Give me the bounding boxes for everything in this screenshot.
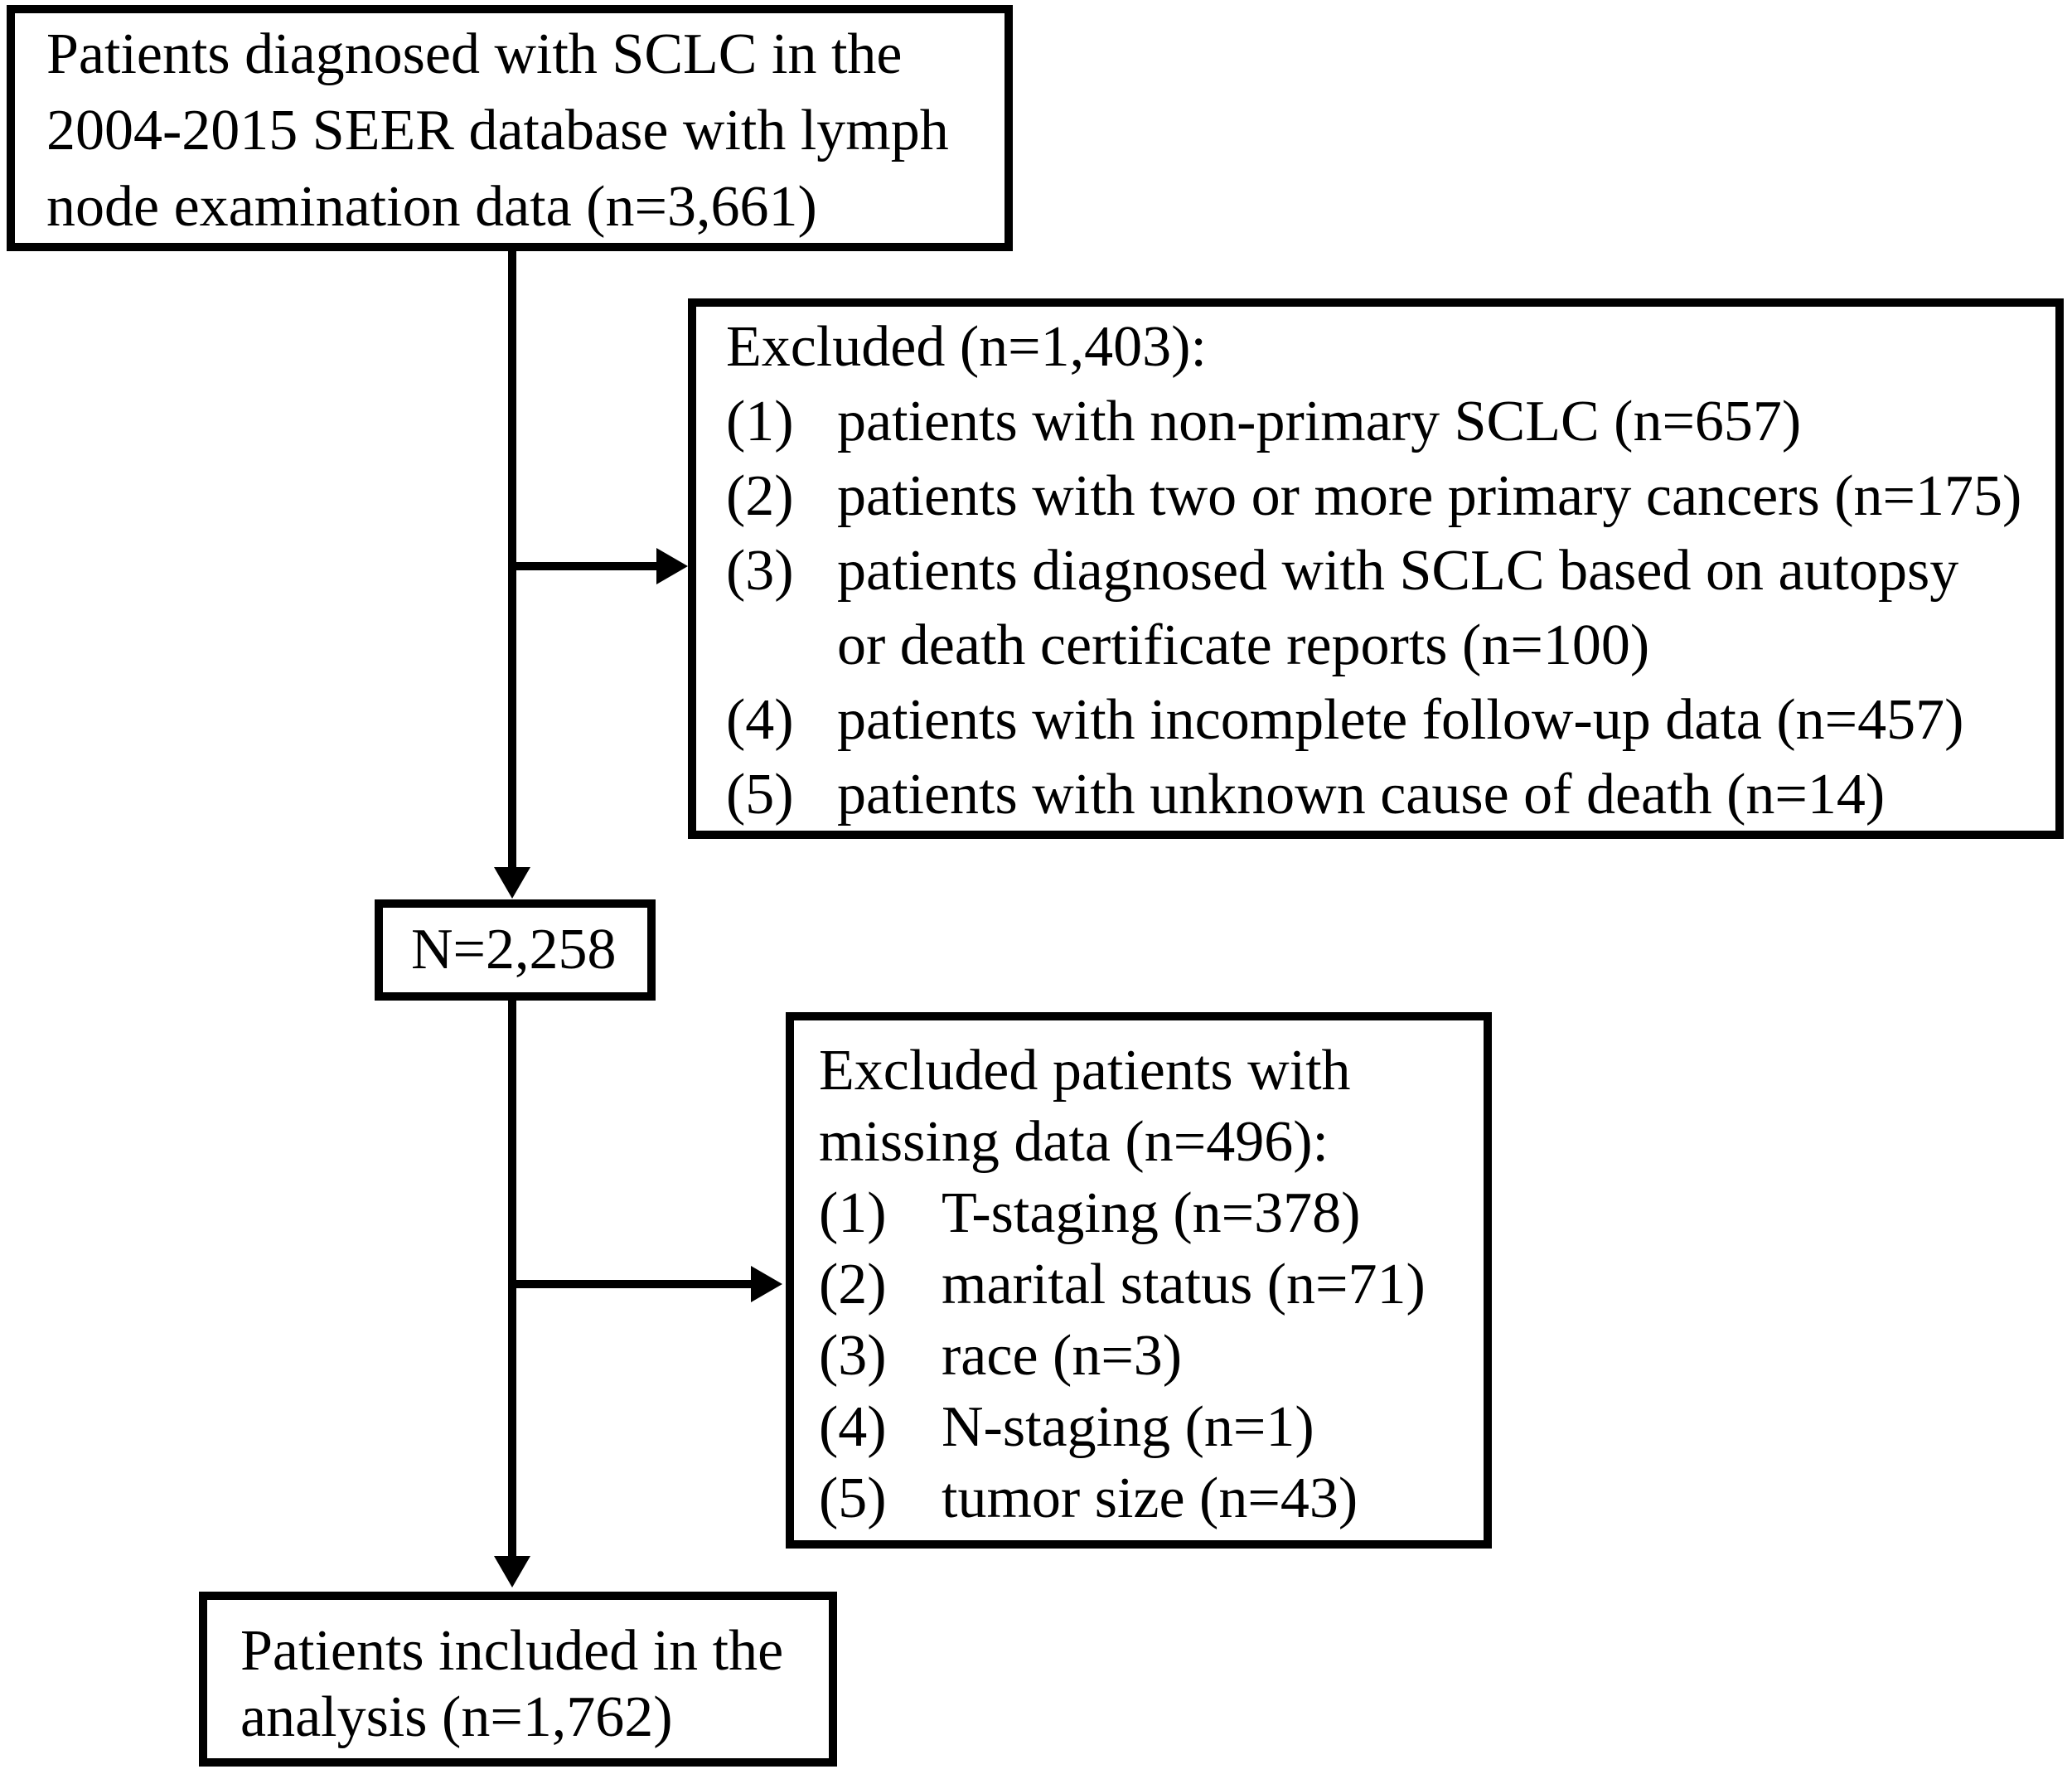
- item-text-line-1: patients with non-primary SCLC (n=657): [837, 390, 1802, 453]
- exclusion-1-item-3: (3) patients diagnosed with SCLC based o…: [726, 534, 2044, 683]
- arrowhead-right-2-icon: [751, 1266, 782, 1302]
- item-text: patients with incomplete follow-up data …: [837, 683, 2044, 758]
- exclusion-2-item-3: (3) race (n=3): [819, 1321, 1475, 1392]
- item-number: (2): [819, 1253, 887, 1316]
- exclusion-2-item-2: (2) marital status (n=71): [819, 1249, 1475, 1321]
- exclusion-1-item-5: (5) patients with unknown cause of death…: [726, 758, 2044, 832]
- item-text: patients with non-primary SCLC (n=657): [837, 385, 2044, 459]
- item-text: race (n=3): [942, 1324, 1183, 1388]
- arrowhead-down-2-icon: [494, 1556, 530, 1587]
- item-text-line-1: patients with incomplete follow-up data …: [837, 688, 1964, 752]
- arrowhead-down-1-icon: [494, 867, 530, 899]
- item-text: patients diagnosed with SCLC based on au…: [837, 534, 2044, 683]
- item-number: (5): [726, 763, 794, 826]
- source-line-2: 2004-2015 SEER database with lymph: [46, 99, 949, 162]
- exclusion-2-item-4: (4) N-staging (n=1): [819, 1392, 1475, 1463]
- item-text: tumor size (n=43): [942, 1466, 1358, 1530]
- box-exclusions-2: Excluded patients with missing data (n=4…: [786, 1012, 1492, 1549]
- box-final-cohort: Patients included in the analysis (n=1,7…: [199, 1592, 837, 1767]
- connector-stem-1: [508, 249, 516, 869]
- source-line-3: node examination data (n=3,661): [46, 175, 817, 239]
- item-number: (1): [726, 390, 794, 453]
- exclusion-1-item-4: (4) patients with incomplete follow-up d…: [726, 683, 2044, 758]
- item-text-line-1: patients with two or more primary cancer…: [837, 464, 2022, 528]
- exclusions-2-header-line-1: Excluded patients with: [819, 1039, 1351, 1103]
- box-interim-cohort: N=2,258: [375, 899, 656, 1001]
- final-line-1: Patients included in the: [240, 1619, 784, 1683]
- item-number: (3): [819, 1324, 887, 1388]
- item-text: T-staging (n=378): [942, 1181, 1361, 1245]
- arrowhead-right-1-icon: [656, 548, 688, 584]
- item-number: (4): [819, 1395, 887, 1459]
- item-text: N-staging (n=1): [942, 1395, 1314, 1459]
- final-line-2: analysis (n=1,762): [240, 1685, 673, 1749]
- box-source-cohort: Patients diagnosed with SCLC in the 2004…: [7, 5, 1013, 251]
- item-number: (3): [726, 539, 794, 603]
- interim-cohort-label: N=2,258: [411, 918, 617, 982]
- exclusion-2-item-5: (5) tumor size (n=43): [819, 1463, 1475, 1534]
- exclusion-2-item-1: (1) T-staging (n=378): [819, 1178, 1475, 1249]
- connector-stem-2: [508, 1001, 516, 1558]
- item-text-line-1: patients diagnosed with SCLC based on au…: [837, 539, 1959, 603]
- item-number: (4): [726, 688, 794, 752]
- exclusion-1-item-2: (2) patients with two or more primary ca…: [726, 459, 2044, 534]
- item-text: marital status (n=71): [942, 1253, 1426, 1316]
- item-number: (2): [726, 464, 794, 528]
- connector-branch-1: [508, 562, 659, 570]
- exclusions-2-header-line-2: missing data (n=496):: [819, 1110, 1329, 1174]
- source-line-1: Patients diagnosed with SCLC in the: [46, 22, 903, 86]
- exclusions-1-header: Excluded (n=1,403):: [726, 315, 1207, 379]
- item-number: (5): [819, 1466, 887, 1530]
- connector-branch-2: [508, 1280, 751, 1288]
- box-exclusions-1: Excluded (n=1,403): (1) patients with no…: [688, 298, 2064, 839]
- item-number: (1): [819, 1181, 887, 1245]
- item-text: patients with unknown cause of death (n=…: [837, 758, 2044, 832]
- item-text-line-2: or death certificate reports (n=100): [837, 613, 1650, 677]
- item-text: patients with two or more primary cancer…: [837, 459, 2044, 534]
- item-text-line-1: patients with unknown cause of death (n=…: [837, 763, 1886, 826]
- exclusion-1-item-1: (1) patients with non-primary SCLC (n=65…: [726, 385, 2044, 459]
